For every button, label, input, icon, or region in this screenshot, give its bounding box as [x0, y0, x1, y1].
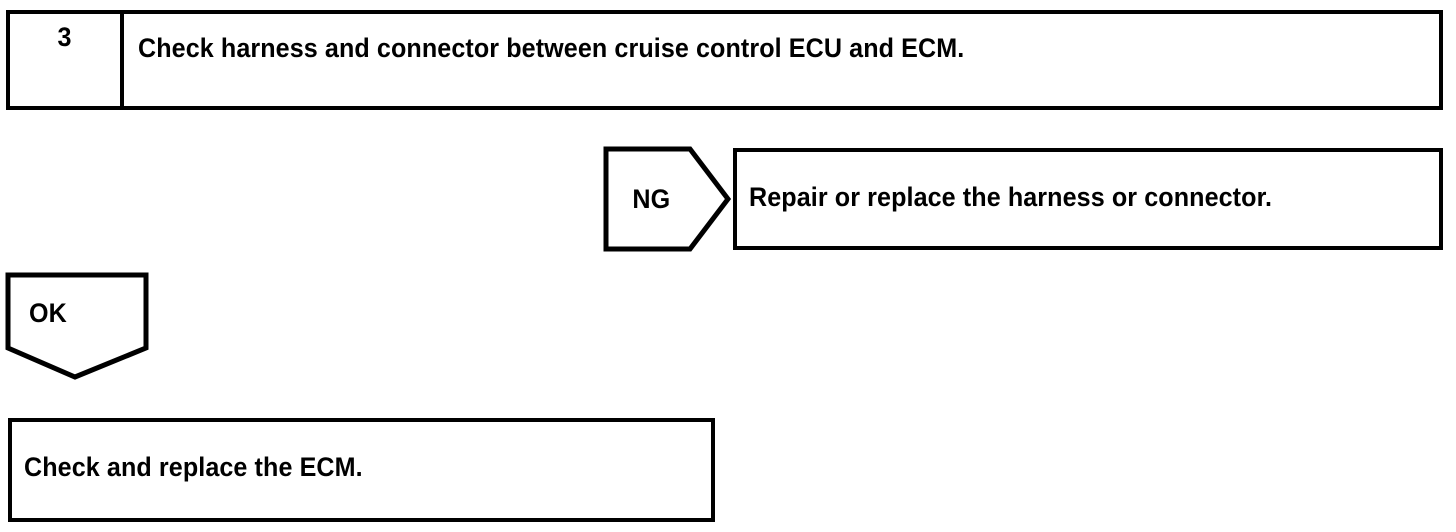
branch-ng-label: NG — [632, 183, 670, 214]
ok-pentagon-icon — [5, 272, 149, 380]
step-box: 3 Check harness and connector between cr… — [6, 10, 1443, 110]
step-instruction: Check harness and connector between crui… — [138, 32, 965, 63]
ng-result-box: Repair or replace the harness or connect… — [733, 148, 1443, 250]
ng-result-text: Repair or replace the harness or connect… — [749, 182, 1273, 212]
step-number-cell: 3 — [10, 14, 120, 60]
ok-result-text: Check and replace the ECM. — [24, 452, 363, 482]
branch-ok-label-cell: OK — [29, 298, 70, 328]
step-box-divider — [120, 14, 124, 106]
branch-ng: NG — [603, 146, 731, 252]
step-instruction-cell: Check harness and connector between crui… — [138, 32, 1027, 64]
branch-ok-label: OK — [29, 297, 67, 328]
ng-pentagon-icon — [603, 146, 731, 252]
ok-result-box: Check and replace the ECM. — [8, 418, 715, 522]
branch-ng-label-cell: NG — [603, 146, 699, 252]
branch-ok: OK — [5, 272, 149, 382]
step-number: 3 — [57, 21, 73, 52]
